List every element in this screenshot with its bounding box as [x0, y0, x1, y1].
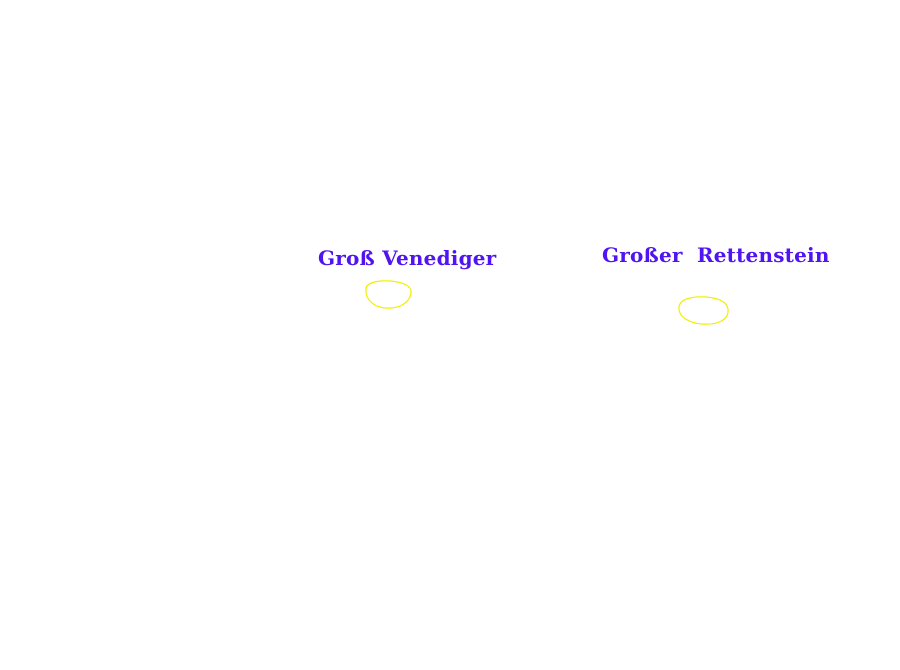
- peak-label-gross-venediger: Groß Venediger: [318, 246, 497, 270]
- rettenstein-marker: [678, 296, 729, 325]
- peak-label-grosser-rettenstein: Großer Rettenstein: [602, 243, 830, 267]
- venediger-marker: [365, 280, 412, 309]
